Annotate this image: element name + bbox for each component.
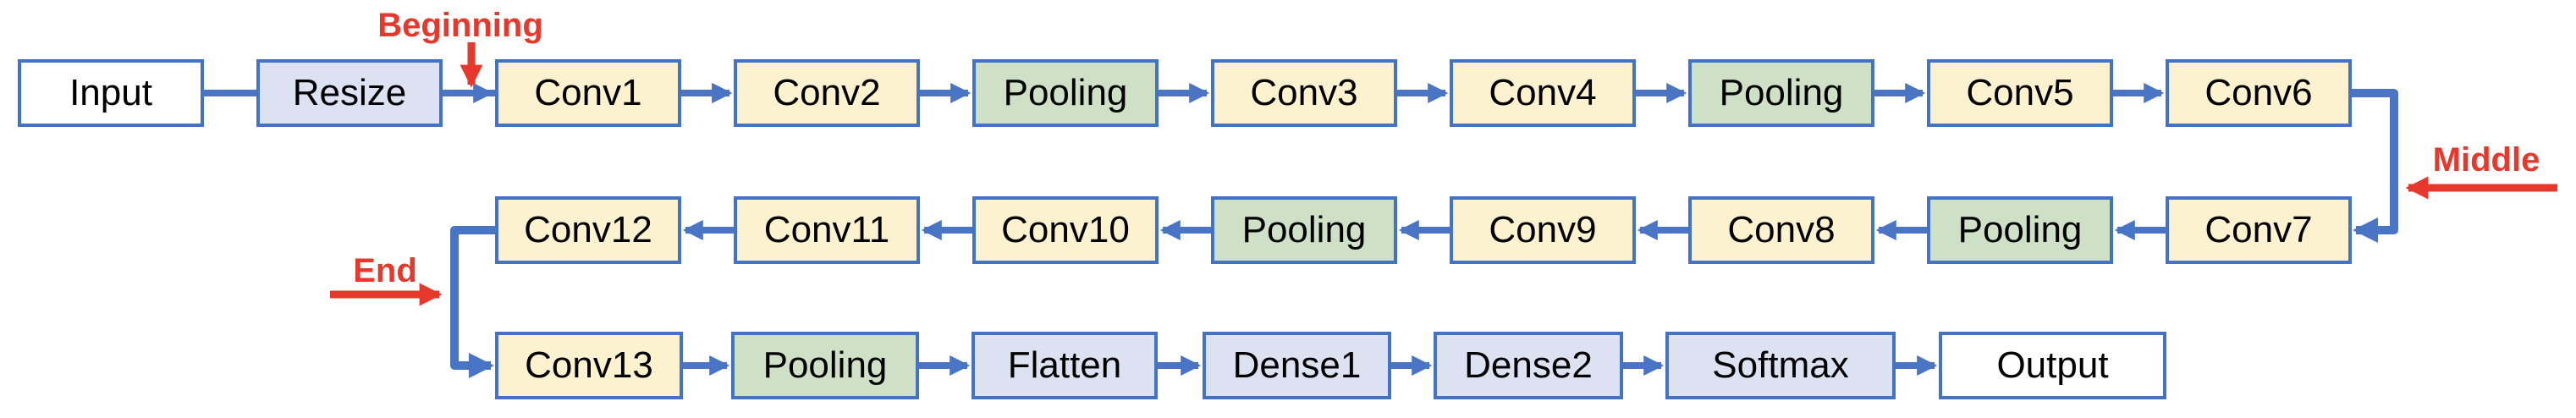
node-dense1: Dense1 (1203, 332, 1391, 399)
node-input: Input (18, 59, 204, 127)
node-conv9: Conv9 (1450, 196, 1636, 264)
end-label: End (353, 252, 417, 289)
node-conv11: Conv11 (734, 196, 920, 264)
beginning-label: Beginning (377, 7, 543, 44)
node-flatten: Flatten (972, 332, 1158, 399)
middle-label: Middle (2432, 141, 2540, 179)
node-softmax: Softmax (1665, 332, 1896, 399)
node-conv2: Conv2 (734, 59, 920, 127)
node-pooling2: Pooling (1688, 59, 1874, 127)
elbow-connector-conv12-conv13 (450, 226, 495, 378)
elbow-connector-conv6-conv7 (2352, 89, 2398, 243)
node-conv6: Conv6 (2166, 59, 2352, 127)
node-conv13: Conv13 (495, 332, 683, 399)
node-resize: Resize (256, 59, 443, 127)
node-conv1: Conv1 (495, 59, 681, 127)
node-conv3: Conv3 (1211, 59, 1397, 127)
node-conv4: Conv4 (1450, 59, 1636, 127)
node-conv12: Conv12 (495, 196, 681, 264)
node-output: Output (1939, 332, 2166, 399)
node-dense2: Dense2 (1434, 332, 1623, 399)
node-conv5: Conv5 (1927, 59, 2113, 127)
node-conv8: Conv8 (1688, 196, 1874, 264)
node-pooling1: Pooling (972, 59, 1159, 127)
node-conv7: Conv7 (2166, 196, 2352, 264)
node-pooling5: Pooling (731, 332, 919, 399)
node-pooling3: Pooling (1211, 196, 1397, 264)
node-conv10: Conv10 (972, 196, 1159, 264)
node-pooling4: Pooling (1927, 196, 2113, 264)
